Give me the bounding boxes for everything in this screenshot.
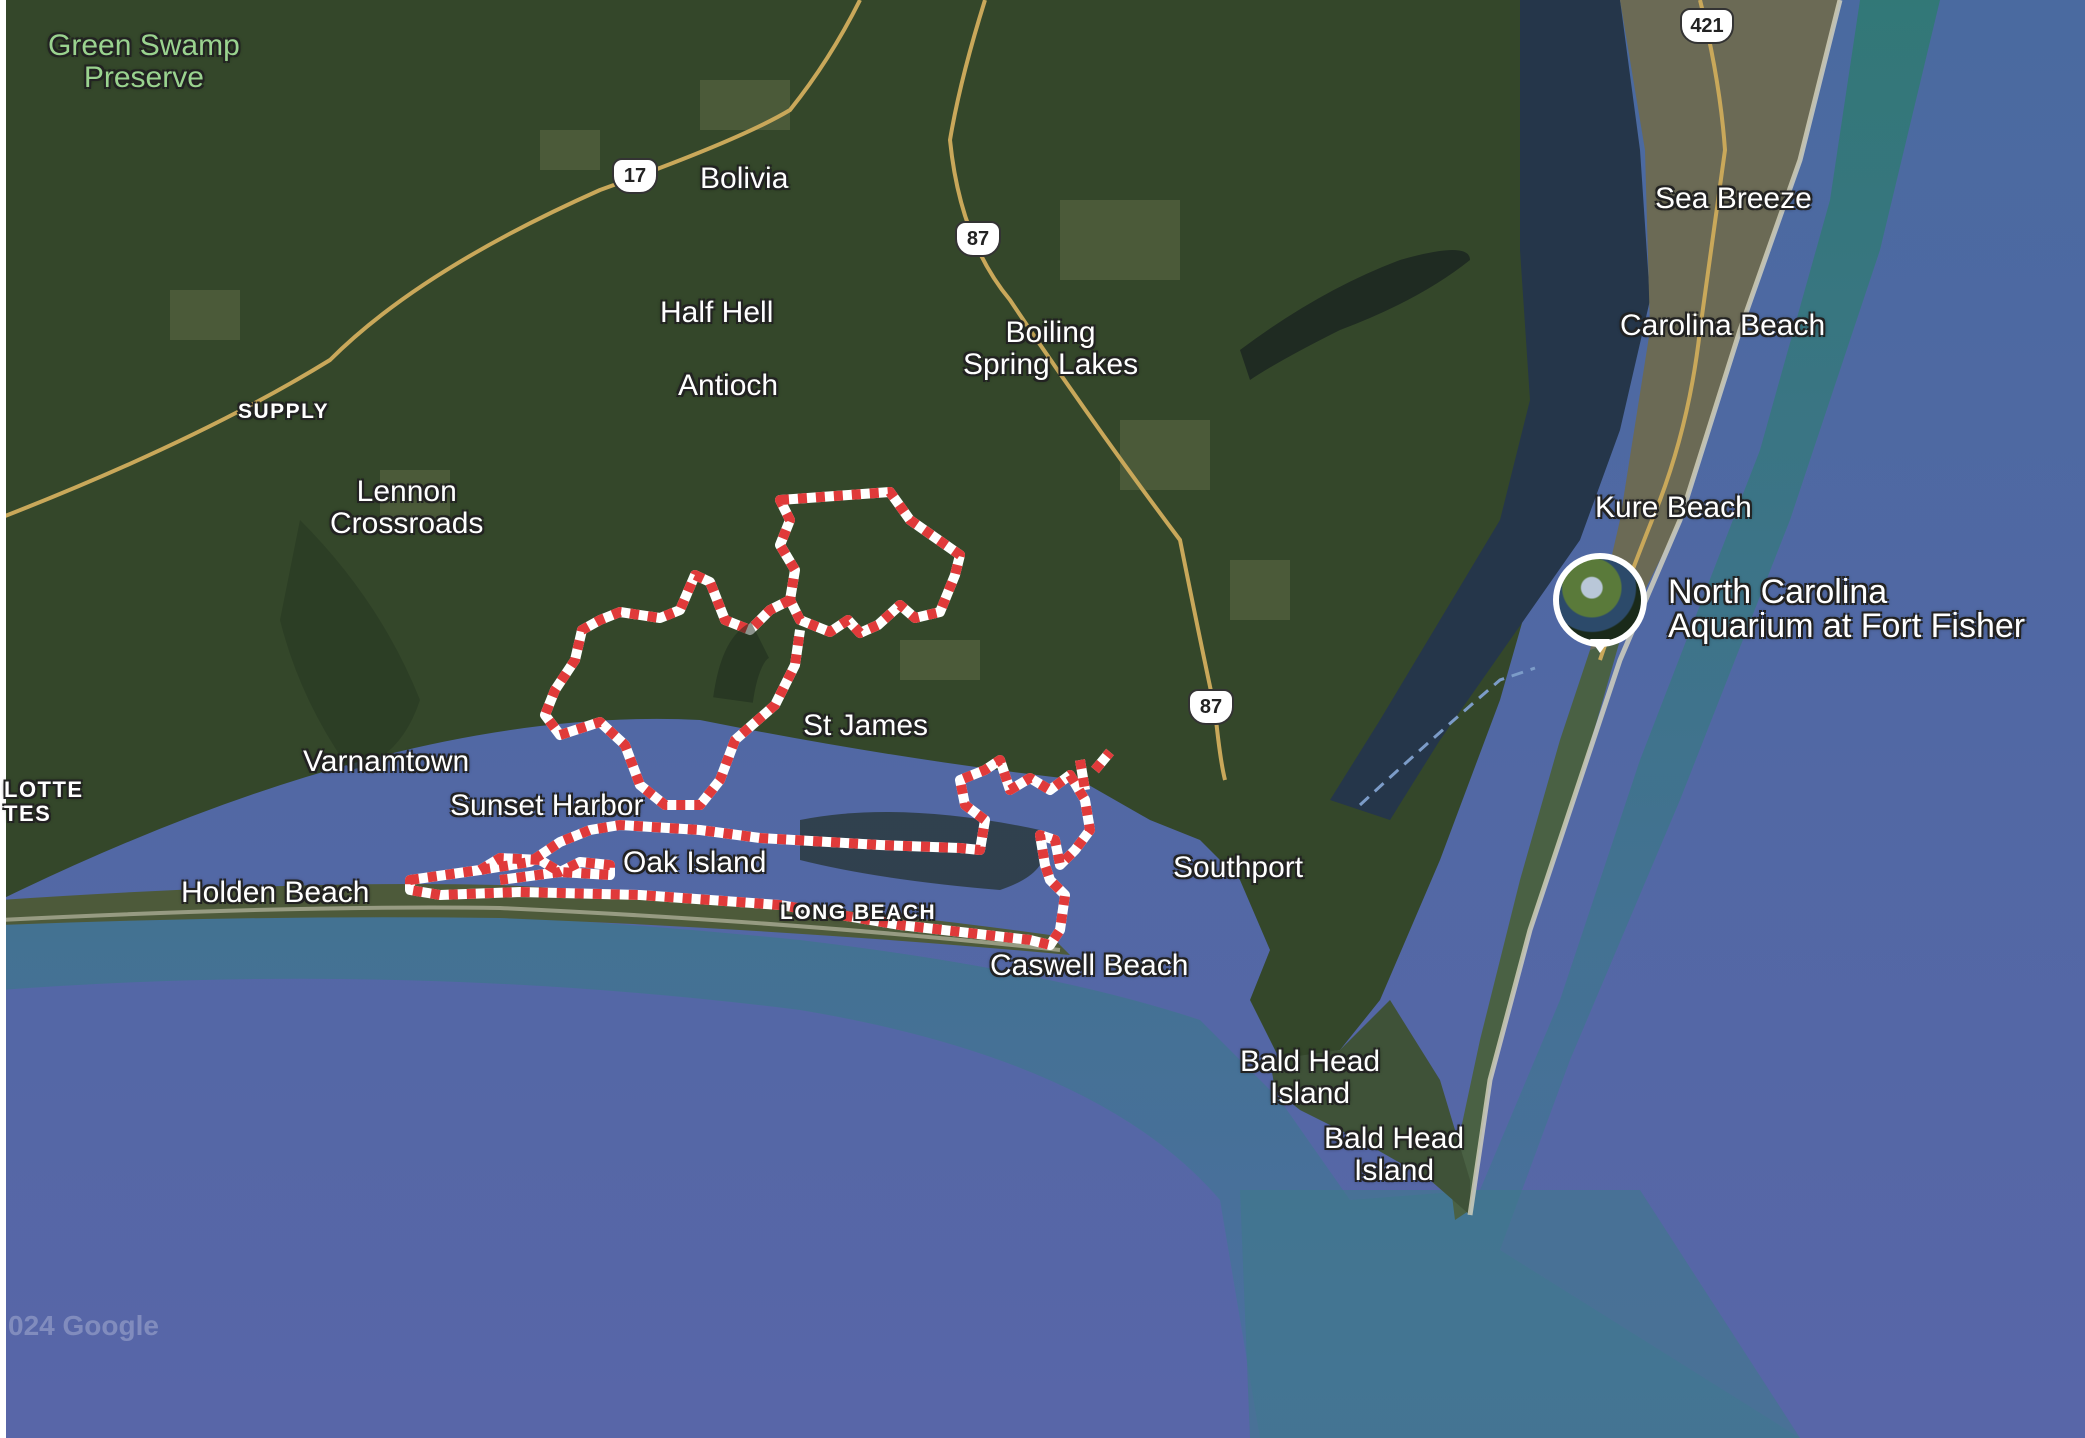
route-tracks	[405, 487, 1114, 950]
place-label-st-james: St James	[803, 709, 929, 742]
place-label-southport: Southport	[1173, 851, 1304, 884]
pleasure-island	[1590, 0, 1840, 650]
place-label-long-beach: LONG BEACH	[780, 901, 937, 924]
label-line: Boiling	[1005, 316, 1096, 349]
label-line: Bald Head	[1324, 1122, 1465, 1155]
place-label-varnamtown: Varnamtown	[303, 745, 470, 778]
nc-87-shield-icon: 87	[955, 221, 1001, 257]
label-line: Spring Lakes	[963, 348, 1139, 381]
ferry-route	[1358, 666, 1536, 807]
label-line: Crossroads	[330, 507, 484, 540]
nc-87-shield-icon: 87	[1188, 689, 1234, 725]
place-label-oak-island: Oak Island	[623, 846, 767, 879]
oak-island-strip	[0, 884, 1070, 955]
farm-patches	[170, 80, 1290, 680]
label-line: TES	[4, 801, 52, 826]
place-label-caswell-beach: Caswell Beach	[990, 949, 1189, 982]
beach-sand	[1467, 0, 1843, 1216]
place-label-antioch: Antioch	[678, 369, 779, 402]
lake	[1240, 250, 1470, 380]
place-label-half-hell: Half Hell	[660, 296, 774, 329]
map-copyright: 024 Google	[8, 1310, 159, 1341]
label-line: North Carolina	[1668, 573, 1888, 611]
bald-head-island	[1270, 1000, 1470, 1215]
marker-tip	[1590, 639, 1610, 653]
us-17-shield-icon: 17	[612, 158, 658, 194]
place-label-sea-breeze: Sea Breeze	[1655, 182, 1812, 215]
place-label-bald-head-island-2: Bald Head Island	[1324, 1123, 1464, 1187]
place-label-holden-beach: Holden Beach	[181, 876, 370, 909]
place-label-green-swamp-preserve: Green Swamp Preserve	[48, 30, 240, 94]
label-line: Island	[1270, 1077, 1351, 1110]
oak-island-beach	[0, 905, 1061, 952]
label-line: Aquarium at Fort Fisher	[1668, 607, 2026, 645]
label-line: Green Swamp	[48, 29, 240, 62]
place-label-sunset-harbor: Sunset Harbor	[450, 789, 644, 822]
place-label-lennon-crossroads: Lennon Crossroads	[330, 476, 483, 540]
place-label-kure-beach: Kure Beach	[1595, 491, 1752, 524]
place-label-edge-cut: LOTTE TES	[4, 778, 84, 826]
us-421-shield-icon: 421	[1680, 8, 1734, 44]
mainland	[0, 0, 1590, 1060]
us-17-road	[0, 0, 862, 520]
place-label-boiling-spring-lakes: Boiling Spring Lakes	[963, 317, 1138, 381]
label-line: Lennon	[356, 475, 457, 508]
label-line: LOTTE	[4, 777, 84, 802]
marker-photo	[1559, 559, 1641, 641]
label-line: Island	[1354, 1154, 1435, 1187]
place-label-carolina-beach: Carolina Beach	[1620, 309, 1826, 342]
shoal-plume	[1240, 1190, 1800, 1438]
poi-label-nc-aquarium[interactable]: North Carolina Aquarium at Fort Fisher	[1668, 575, 2025, 643]
place-label-bolivia: Bolivia	[700, 162, 789, 195]
label-line: Bald Head	[1240, 1045, 1381, 1078]
label-line: Preserve	[83, 61, 204, 94]
cape-fear-river	[1330, 0, 1650, 820]
swamp-area	[280, 520, 420, 770]
us-421-road	[1598, 0, 1728, 661]
aquarium-photo-marker-icon[interactable]	[1553, 553, 1647, 653]
place-label-supply: SUPPLY	[238, 400, 330, 423]
window-edge	[0, 0, 6, 1438]
place-label-bald-head-island-1: Bald Head Island	[1240, 1046, 1380, 1110]
